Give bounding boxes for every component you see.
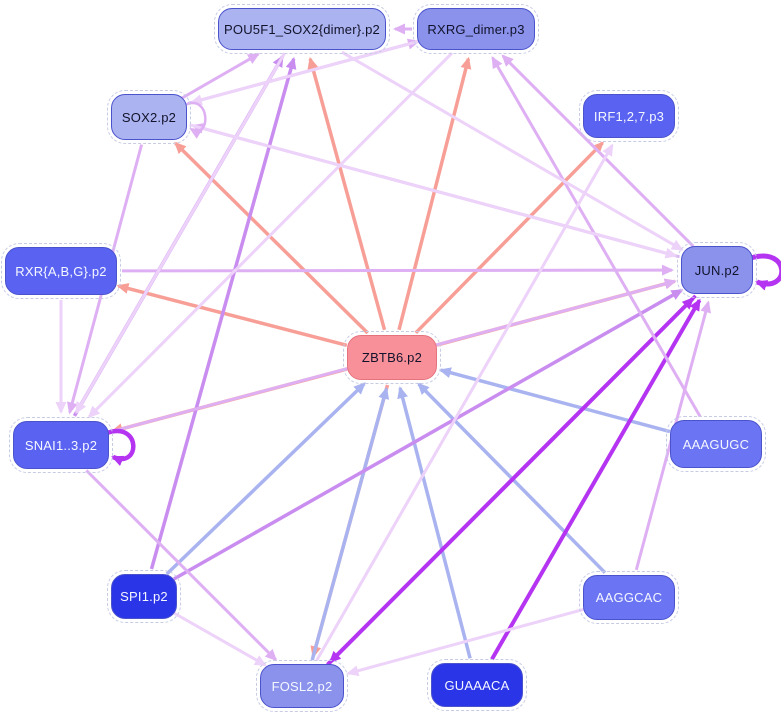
node-sox2[interactable]: SOX2.p2 — [107, 90, 191, 144]
node-pou5f1[interactable]: POU5F1_SOX2{dimer}.p2 — [214, 4, 390, 54]
node-label-aaggcac: AAGGCAC — [595, 589, 663, 605]
edge-jun-to-fosl2[interactable] — [328, 294, 697, 664]
edge-sox2-to-pou5f1[interactable] — [180, 52, 260, 100]
node-irf[interactable]: IRF1,2,7.p3 — [579, 90, 679, 142]
edge-jun-to-rxrg[interactable] — [501, 54, 695, 248]
node-label-zbtb6: ZBTB6.p2 — [361, 349, 423, 365]
node-label-snai: SNAI1..3.p2 — [24, 437, 98, 453]
edge-fosl2-to-zbtb6[interactable] — [310, 386, 390, 661]
edge-guaaaca-to-zbtb6[interactable] — [397, 386, 472, 659]
node-aaagugc[interactable]: AAAGUGC — [666, 416, 766, 472]
edge-spi1-to-pou5f1[interactable] — [149, 56, 297, 570]
node-label-fosl2: FOSL2.p2 — [271, 678, 333, 694]
edge-sox2-to-jun[interactable] — [189, 123, 678, 259]
edge-zbtb6-to-rxrg[interactable] — [397, 56, 472, 331]
node-snai[interactable]: SNAI1..3.p2 — [9, 417, 113, 473]
edge-spi1-to-jun[interactable] — [173, 288, 684, 581]
node-jun[interactable]: JUN.p2 — [677, 242, 757, 298]
edge-zbtb6-to-sox2[interactable] — [174, 141, 369, 335]
edge-aaagugc-to-zbtb6[interactable] — [438, 367, 671, 434]
edge-zbtb6-to-pou5f1[interactable] — [307, 56, 387, 331]
node-spi1[interactable]: SPI1.p2 — [107, 569, 181, 623]
node-rxr[interactable]: RXR{A,B,G}.p2 — [1, 243, 121, 299]
self-loop-sox2[interactable] — [184, 101, 207, 139]
node-label-rxr: RXR{A,B,G}.p2 — [15, 263, 107, 279]
edge-rxrg-to-snai[interactable] — [87, 52, 454, 419]
node-label-sox2: SOX2.p2 — [121, 109, 177, 125]
self-loop-jun[interactable] — [750, 253, 781, 291]
edge-guaaaca-to-jun[interactable] — [490, 298, 702, 661]
self-loop-snai[interactable] — [106, 428, 136, 466]
edge-spi1-to-fosl2[interactable] — [173, 611, 267, 667]
edge-rxrg-to-sox2[interactable] — [189, 39, 423, 106]
node-rxrg[interactable]: RXRG_dimer.p3 — [413, 4, 539, 54]
edge-spi1-to-zbtb6[interactable] — [165, 382, 366, 576]
node-zbtb6[interactable]: ZBTB6.p2 — [343, 330, 441, 384]
edge-pou5f1-to-jun[interactable] — [341, 50, 684, 251]
node-label-guaaaca: GUAAACA — [444, 677, 510, 693]
edge-pou5f1-to-snai[interactable] — [75, 52, 286, 415]
edge-zbtb6-to-irf[interactable] — [414, 141, 605, 335]
edge-snai-to-fosl2[interactable] — [85, 469, 278, 662]
node-label-irf: IRF1,2,7.p3 — [593, 108, 665, 124]
node-label-jun: JUN.p2 — [694, 262, 740, 278]
edge-aaagugc-to-rxrg[interactable] — [491, 56, 702, 418]
edge-rxr-to-jun[interactable] — [121, 264, 674, 276]
edge-fosl2-to-irf[interactable] — [315, 143, 614, 662]
node-aaggcac[interactable]: AAGGCAC — [579, 570, 679, 624]
node-label-aaagugc: AAAGUGC — [682, 436, 750, 452]
node-label-spi1: SPI1.p2 — [120, 588, 168, 604]
node-label-pou5f1: POU5F1_SOX2{dimer}.p2 — [224, 21, 380, 37]
node-fosl2[interactable]: FOSL2.p2 — [256, 660, 348, 712]
edge-aaggcac-to-fosl2[interactable] — [346, 607, 584, 677]
edge-zbtb6-to-rxr[interactable] — [116, 283, 348, 347]
node-guaaaca[interactable]: GUAAACA — [427, 659, 527, 711]
node-label-rxrg: RXRG_dimer.p3 — [427, 21, 525, 37]
